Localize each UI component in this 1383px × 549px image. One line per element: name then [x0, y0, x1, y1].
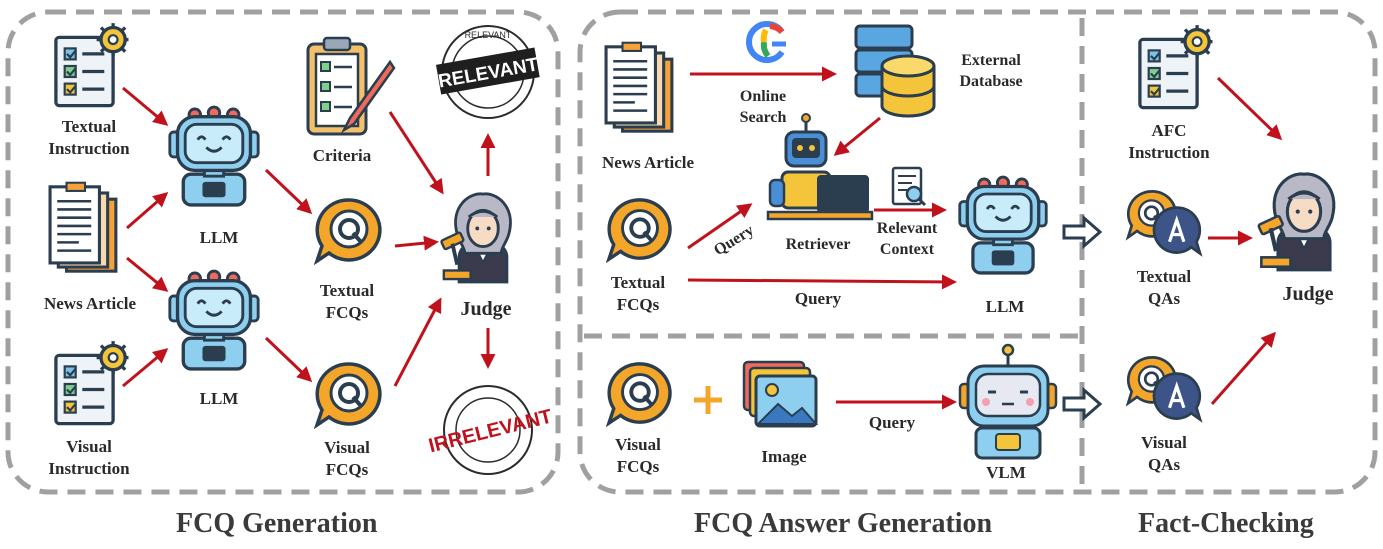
answer-llm-icon: [957, 175, 1049, 275]
textual-instruction-icon: [54, 22, 130, 108]
arrow-llm2-visfcq: [264, 336, 313, 383]
retriever-label: Retriever: [785, 236, 851, 253]
llm-top-icon: [167, 105, 261, 207]
answer-visual-fcqs-q-icon: [606, 361, 672, 426]
arrow-instr-llm1: [122, 86, 169, 126]
judge-icon: [440, 191, 513, 284]
image-icon: [742, 360, 819, 428]
hollow-arrows: [1062, 214, 1103, 422]
llm-bottom-icon: [167, 269, 261, 371]
fc-judge-label: Judge: [1282, 283, 1334, 305]
answer-llm-label: LLM: [985, 297, 1025, 316]
criteria-clipboard-icon: [306, 36, 396, 136]
section-title-answer-generation: FCQ Answer Generation: [694, 508, 993, 539]
arrow-visqa-judge: [1210, 331, 1276, 405]
arrow-instr-llm2: [122, 348, 169, 388]
textual-fcqs-q-icon: [315, 197, 382, 263]
google-icon: [746, 21, 786, 63]
hollow-arrow-llm-qa: [1062, 214, 1103, 250]
news-article-icon: [48, 181, 118, 273]
retriever-robot-icon: [766, 113, 874, 221]
relevant-stamp-ring-text: RELEVANT: [465, 30, 512, 40]
query-main-label: Query: [794, 289, 842, 308]
flow-arrows: [122, 66, 1283, 410]
irrelevant-stamp-icon: IRRELEVANT: [426, 385, 554, 475]
visual-instruction-icon: [54, 340, 130, 426]
answer-news-article-icon: [604, 41, 674, 133]
answer-news-article-label: News Article: [601, 153, 695, 172]
llm-top-label: LLM: [199, 228, 239, 247]
vlm-label: VLM: [986, 463, 1026, 482]
plus-icon: [694, 386, 722, 414]
section-title-fcq-generation: FCQ Generation: [176, 508, 378, 539]
fc-judge-icon: [1258, 174, 1334, 270]
arrow-afc-judge: [1216, 76, 1283, 141]
image-label: Image: [761, 447, 807, 466]
arrow-visfcq-judge: [393, 297, 442, 387]
arrow-criteria-judge: [388, 111, 444, 195]
llm-bottom-label: LLM: [199, 389, 239, 408]
vlm-robot-icon: [958, 343, 1058, 460]
hollow-arrow-vlm-qa: [1062, 386, 1103, 422]
judge-label: Judge: [460, 298, 512, 320]
arrow-db-retriever: [833, 116, 881, 156]
answer-textual-fcqs-q-icon: [606, 197, 672, 262]
textual-qas-icon: [1126, 189, 1202, 256]
arrow-textfcq-llm: [687, 274, 957, 290]
visual-qas-icon: [1126, 355, 1202, 422]
arrow-textfcq-judge: [394, 235, 439, 251]
arrow-news-llm1: [126, 192, 169, 230]
arrow-textfcq-retriever: [687, 203, 753, 250]
arrow-llm1-textfcq: [264, 168, 313, 215]
irrelevant-stamp-text: IRRELEVANT: [426, 406, 554, 458]
visual-fcqs-q-icon: [315, 361, 382, 427]
afc-instruction-icon: [1138, 24, 1214, 110]
query-vlm-label: Query: [868, 413, 916, 432]
answer-factcheck-border: [577, 9, 1378, 495]
section-title-fact-checking: Fact-Checking: [1138, 508, 1314, 539]
external-database-icon: [854, 24, 936, 118]
arrow-news-llm2: [126, 256, 169, 292]
news-article-label: News Article: [43, 294, 137, 313]
relevant-stamp-icon: RELEVANT RELEVANT: [435, 25, 540, 119]
section-borders: [5, 9, 1378, 495]
criteria-label: Criteria: [312, 146, 372, 165]
relevant-context-icon: [891, 166, 927, 207]
fcq-generation-border: [5, 9, 561, 495]
